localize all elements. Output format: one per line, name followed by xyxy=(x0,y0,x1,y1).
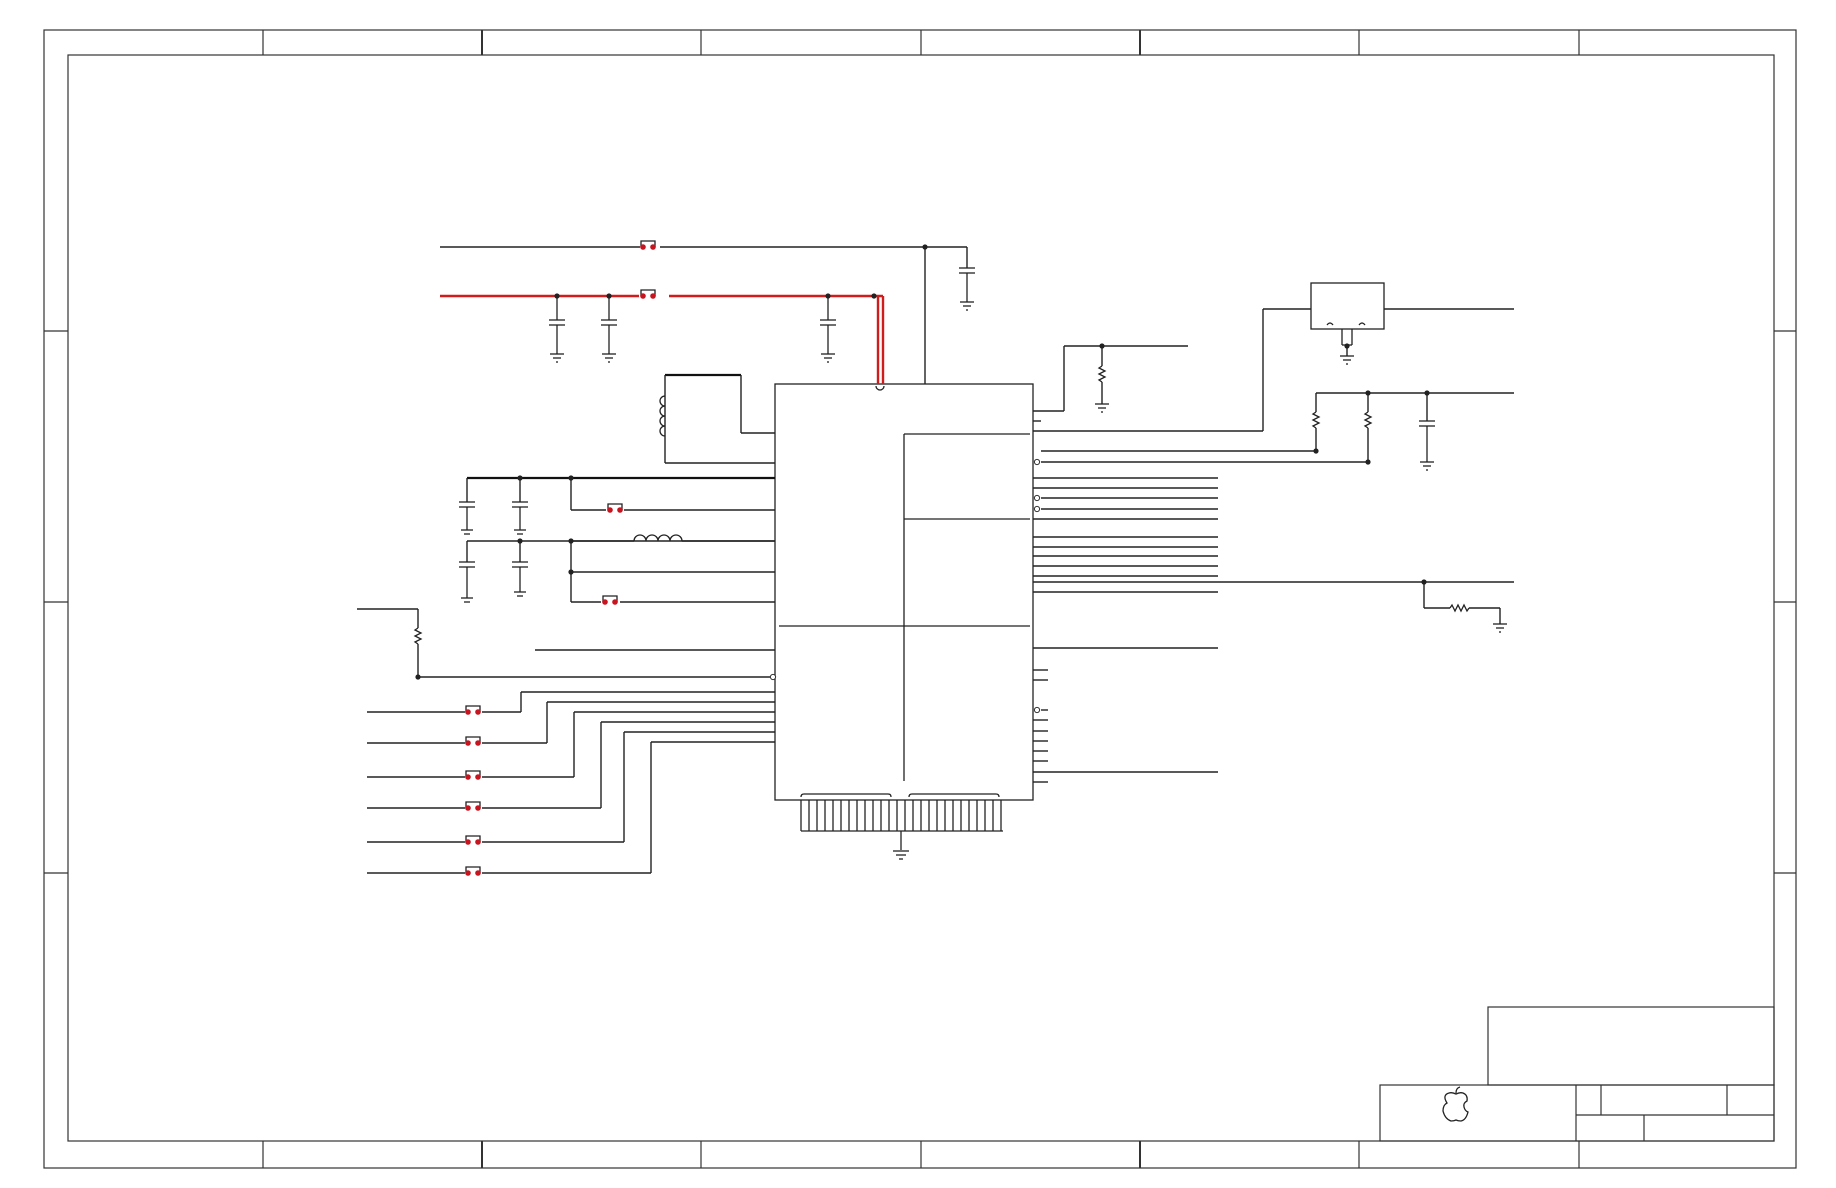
inductor-icon xyxy=(633,534,683,542)
jumper-pad-icon xyxy=(640,289,656,299)
top-supply-net xyxy=(440,240,975,384)
decoupling-caps xyxy=(549,296,836,363)
highlighted-net xyxy=(440,289,885,384)
jumper-pad-icon xyxy=(465,866,481,876)
title-block xyxy=(1379,1006,1775,1142)
left-signal-bus xyxy=(367,691,775,876)
coil-block xyxy=(659,373,775,464)
jumper-pad-icon xyxy=(465,705,481,715)
apple-logo-icon xyxy=(1442,1086,1469,1122)
jumper-pad-icon xyxy=(465,801,481,811)
resistor-icon xyxy=(1449,603,1470,613)
right-zone-ticks xyxy=(1774,330,1796,874)
resistor-icon xyxy=(1097,365,1107,383)
resistor-icon xyxy=(1311,411,1321,429)
regulator-block xyxy=(1033,282,1514,432)
right-pullup xyxy=(1033,343,1188,422)
bottom-zone-ticks xyxy=(262,1141,1580,1168)
ground-icon xyxy=(893,850,909,860)
jumper-pad-icon xyxy=(602,595,618,605)
left-pullup xyxy=(357,608,777,681)
inductor-icon xyxy=(659,395,666,437)
main-ic xyxy=(774,383,1034,801)
right-signal-stubs xyxy=(1033,477,1514,783)
jumper-pad-icon xyxy=(640,240,656,250)
right-bias-network xyxy=(1033,390,1514,471)
left-zone-ticks xyxy=(44,330,68,874)
sheet-border xyxy=(43,29,1797,1169)
jumper-pad-icon xyxy=(465,736,481,746)
capacitor-icon xyxy=(959,267,975,302)
jumper-pad-icon xyxy=(607,503,623,513)
top-zone-ticks xyxy=(262,30,1580,55)
resistor-icon xyxy=(413,627,423,645)
left-filter-network xyxy=(459,475,775,605)
jumper-pad-icon xyxy=(465,770,481,780)
resistor-icon xyxy=(1363,411,1373,429)
jumper-pad-icon xyxy=(465,835,481,845)
ic-ground-pins xyxy=(800,793,1003,860)
ground-icon xyxy=(960,301,974,311)
